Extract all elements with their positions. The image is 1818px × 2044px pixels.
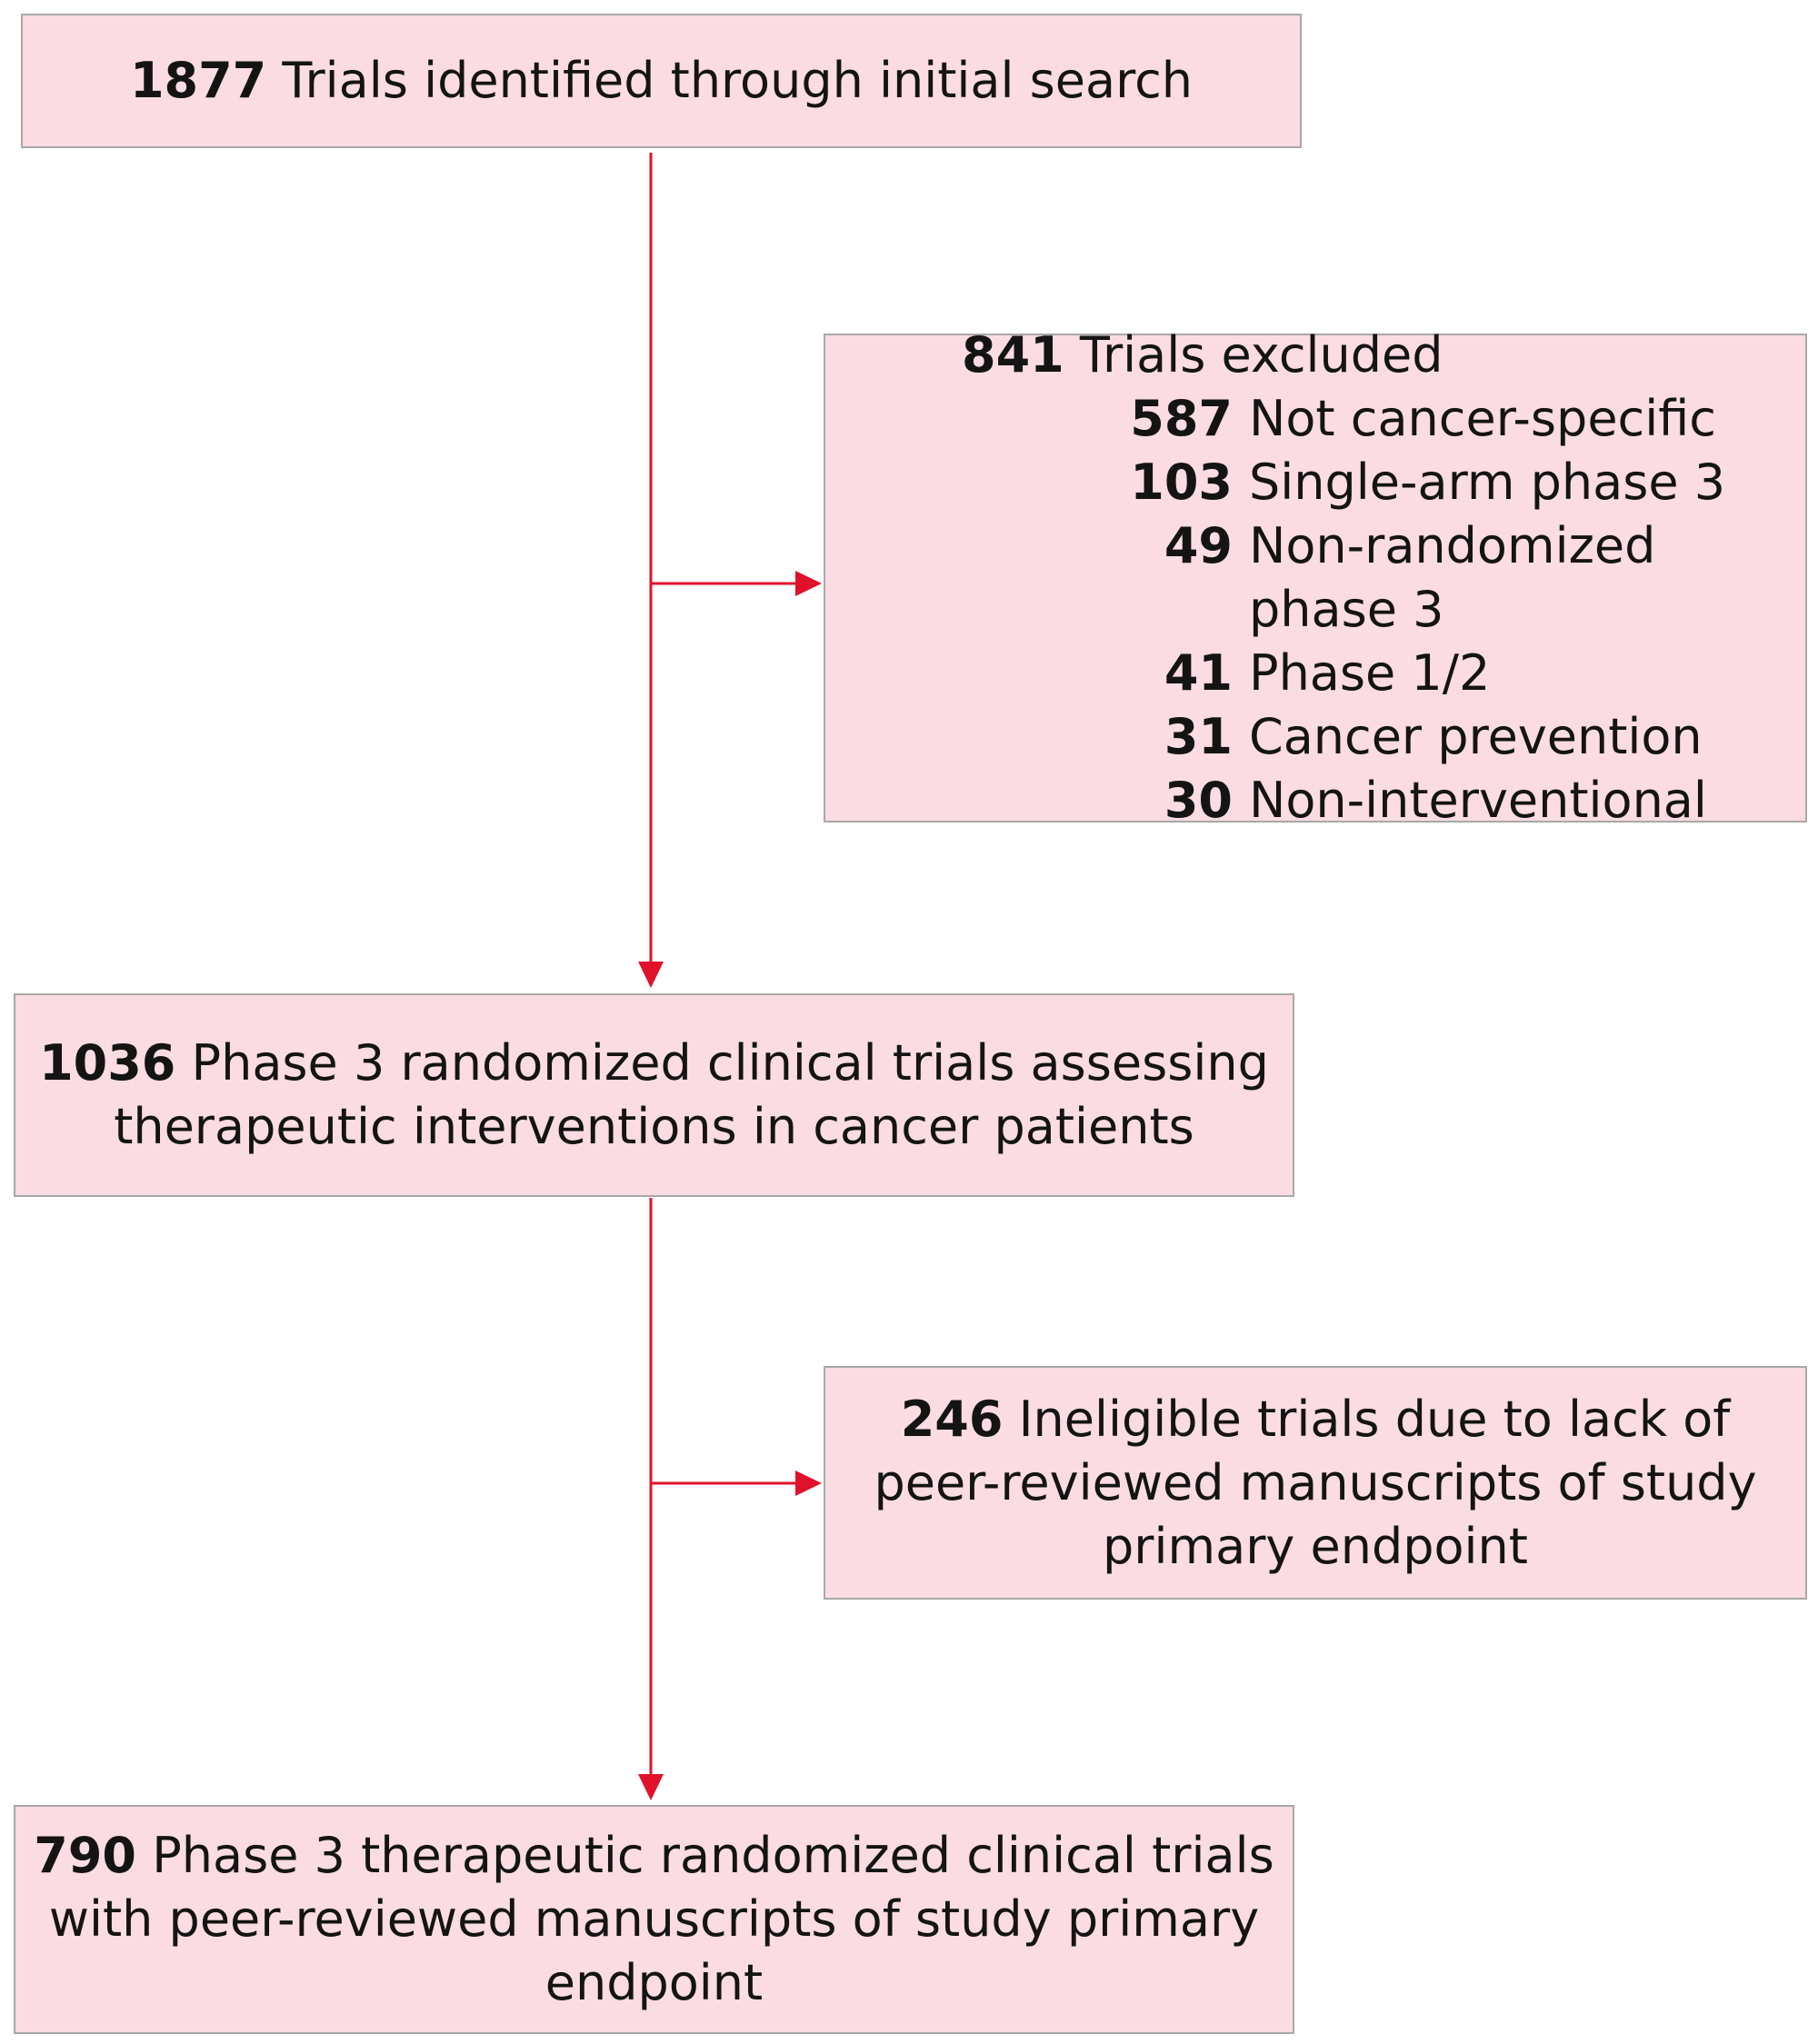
final-line-2: with peer-reviewed manuscripts of study …	[48, 1890, 1260, 1948]
reason-count: 31	[1164, 708, 1233, 765]
phase3-count: 1036	[39, 1034, 176, 1092]
box-ineligible-trials: 246 Ineligible trials due to lack of pee…	[824, 1366, 1807, 1600]
box-trials-identified: 1877 Trials identified through initial s…	[21, 14, 1302, 148]
arrowhead-phase3	[638, 962, 664, 988]
phase3-line-1: 1036 Phase 3 randomized clinical trials …	[39, 1032, 1269, 1095]
phase3-line-2: therapeutic interventions in cancer pati…	[114, 1098, 1194, 1155]
exclusion-reasons-list: 587 Not cancer-specific 103 Single-arm p…	[1044, 387, 1805, 833]
final-line-1: 790 Phase 3 therapeutic randomized clini…	[34, 1824, 1274, 1888]
box-phase3-rcts: 1036 Phase 3 randomized clinical trials …	[14, 993, 1294, 1197]
reason-text: Cancer prevention	[1249, 708, 1703, 765]
phase3-text-1: Phase 3 randomized clinical trials asses…	[191, 1034, 1269, 1092]
reason-text: Non-interventional	[1249, 772, 1707, 829]
final-count: 790	[34, 1827, 137, 1884]
reason-count: 49	[1164, 517, 1233, 574]
reason-text: Not cancer-specific	[1249, 390, 1716, 447]
reason-text: Single-arm phase 3	[1249, 454, 1726, 511]
search-text: Trials identified through initial search	[282, 52, 1194, 109]
arrowhead-excluded	[795, 571, 822, 596]
box-final-included-trials: 790 Phase 3 therapeutic randomized clini…	[14, 1805, 1294, 2034]
reason-text: Phase 1/2	[1249, 644, 1491, 702]
arrowhead-ineligible	[795, 1471, 822, 1496]
reason-count: 587	[1130, 390, 1233, 447]
search-line: 1877 Trials identified through initial s…	[130, 49, 1193, 113]
final-text-1: Phase 3 therapeutic randomized clinical …	[152, 1827, 1274, 1884]
excluded-header: 841 Trials excluded	[962, 324, 1443, 387]
final-line-3: endpoint	[544, 1954, 764, 2011]
excluded-count: 841	[962, 326, 1064, 384]
search-count: 1877	[129, 52, 267, 109]
reason-text: Non-randomized phase 3	[1249, 517, 1656, 638]
arrowhead-final	[638, 1774, 664, 1800]
box-trials-excluded: 841 Trials excluded 587 Not cancer-speci…	[824, 326, 1807, 829]
ineligible-line-1: 246 Ineligible trials due to lack of	[901, 1388, 1731, 1451]
reason-count: 30	[1164, 772, 1233, 829]
excluded-text: Trials excluded	[1079, 326, 1443, 384]
ineligible-line-2: peer-reviewed manuscripts of study	[874, 1453, 1757, 1511]
reason-count: 41	[1164, 644, 1233, 702]
ineligible-line-3: primary endpoint	[1103, 1517, 1528, 1575]
ineligible-count: 246	[900, 1390, 1004, 1448]
ineligible-text-1: Ineligible trials due to lack of	[1018, 1390, 1731, 1448]
reason-count: 103	[1130, 454, 1233, 511]
